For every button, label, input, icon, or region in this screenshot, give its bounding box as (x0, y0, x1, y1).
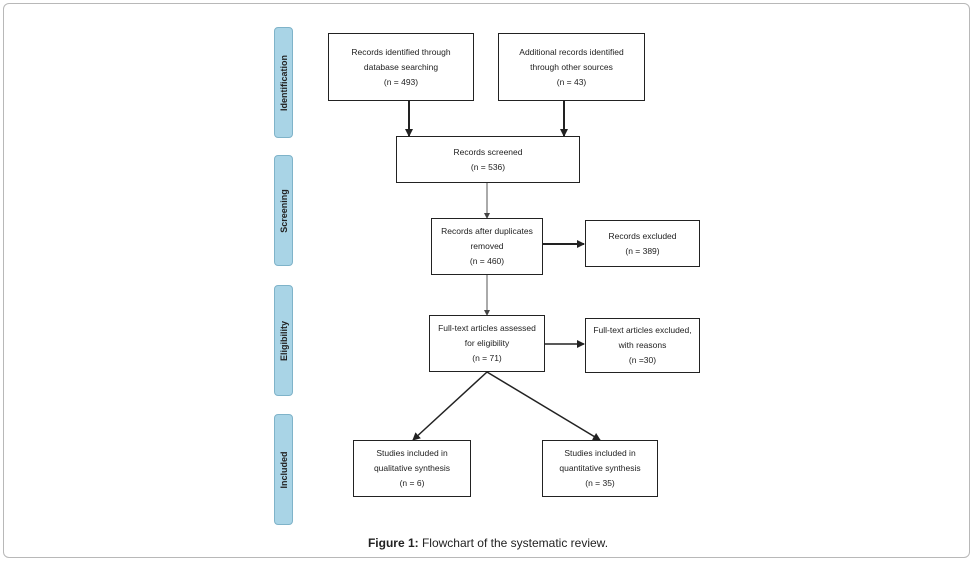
box-line: Studies included in (564, 448, 636, 458)
box-line: with reasons (618, 340, 667, 350)
box-count: (n =30) (628, 355, 657, 365)
phase-included: Included (274, 414, 293, 525)
box-records-screened: Records screened (n = 536) (396, 136, 580, 183)
box-count: (n = 43) (556, 76, 587, 87)
figure-caption-label: Figure 1: (367, 536, 419, 550)
box-qualitative-synthesis: Studies included in qualitative synthesi… (353, 440, 471, 497)
phase-screening: Screening (274, 155, 293, 266)
box-count: (n = 389) (625, 245, 660, 256)
box-line: Records screened (453, 146, 523, 157)
box-line: quantitative synthesis (559, 463, 641, 473)
box-line: database searching (363, 61, 439, 72)
box-count: (n = 460) (469, 256, 505, 266)
box-fulltext-assessed: Full-text articles assessed for eligibil… (429, 315, 545, 372)
arrow-fulltext-to-qualitative (412, 371, 488, 441)
box-line: Full-text articles assessed (438, 323, 536, 333)
box-line: Full-text articles excluded, (593, 325, 692, 335)
box-line: Additional records identified (519, 46, 624, 57)
figure-frame (3, 3, 970, 558)
box-count: (n = 35) (585, 478, 615, 488)
box-line: Records identified through (351, 46, 451, 57)
figure-caption: Figure 1: Flowchart of the systematic re… (0, 536, 976, 550)
box-after-duplicates: Records after duplicates removed (n = 46… (431, 218, 543, 275)
box-line: removed (470, 241, 504, 251)
box-line: Studies included in (376, 448, 448, 458)
box-line: for eligibility (464, 338, 510, 348)
figure-caption-text: Flowchart of the systematic review. (418, 536, 609, 550)
box-count: (n = 493) (383, 76, 419, 87)
box-line: through other sources (530, 61, 613, 72)
box-records-excluded: Records excluded (n = 389) (585, 220, 700, 267)
box-count: (n = 6) (399, 478, 425, 488)
box-line: qualitative synthesis (373, 463, 451, 473)
box-line: Records after duplicates (441, 226, 533, 236)
box-count: (n = 536) (470, 161, 506, 172)
box-fulltext-excluded: Full-text articles excluded, with reason… (585, 318, 700, 373)
box-database-records: Records identified through database sear… (328, 33, 474, 101)
box-count: (n = 71) (472, 353, 502, 363)
phase-eligibility: Eligibility (274, 285, 293, 396)
box-quantitative-synthesis: Studies included in quantitative synthes… (542, 440, 658, 497)
box-line: Records excluded (608, 230, 677, 241)
box-other-sources-records: Additional records identified through ot… (498, 33, 645, 101)
phase-identification: Identification (274, 27, 293, 138)
arrow-fulltext-to-quantitative (486, 371, 601, 441)
